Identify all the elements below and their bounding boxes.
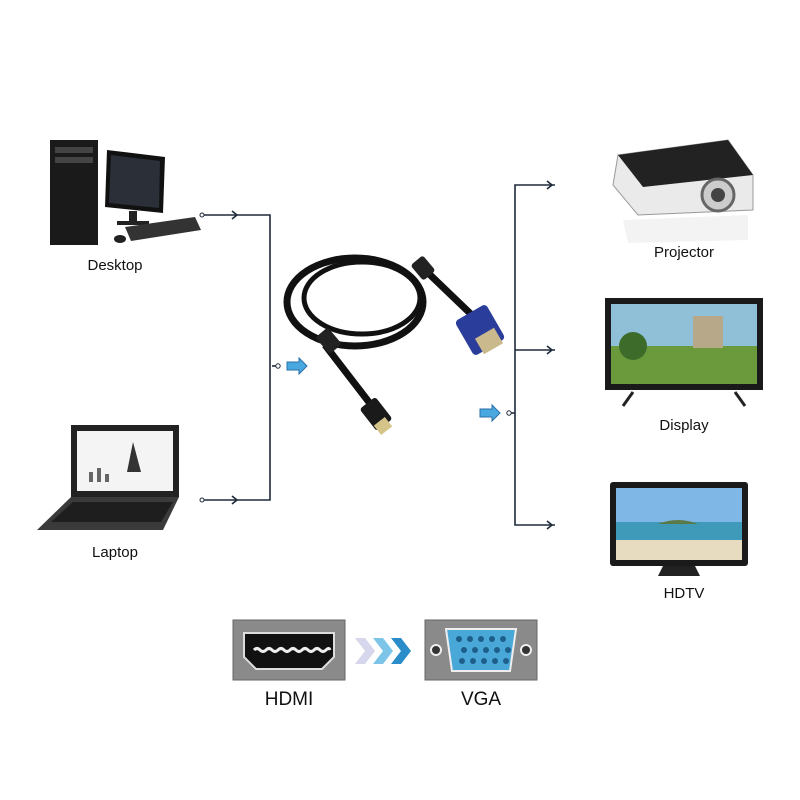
source-bracket-line [202,214,271,501]
input-node-icon [275,363,281,369]
hdmi-to-vga-cable-icon [283,254,505,436]
vga-label: VGA [460,689,502,710]
destination-bracket-line [514,184,555,526]
input-arrow-icon [286,356,308,376]
output-arrow-icon [479,403,501,423]
projector-icon [612,139,754,243]
laptop-icon [37,425,179,530]
projector-arrow [546,180,554,190]
monitor-icon [605,298,763,407]
laptop-label: Laptop [92,544,138,561]
hdtv-arrow [546,520,554,530]
tv-icon [610,482,748,576]
projector-label: Projector [653,244,715,261]
desktop-computer-icon [50,140,201,245]
desktop-arrow [231,210,239,220]
chevrons-right-icon [355,638,411,664]
output-node-icon [506,410,512,416]
hdmi-label: HDMI [264,689,314,710]
vga-port-icon [424,619,538,681]
hdtv-label: HDTV [663,585,705,602]
hdmi-port-icon [232,619,346,681]
display-label: Display [659,417,709,434]
desktop-label: Desktop [87,257,143,274]
laptop-arrow [231,495,239,505]
display-arrow [546,345,554,355]
